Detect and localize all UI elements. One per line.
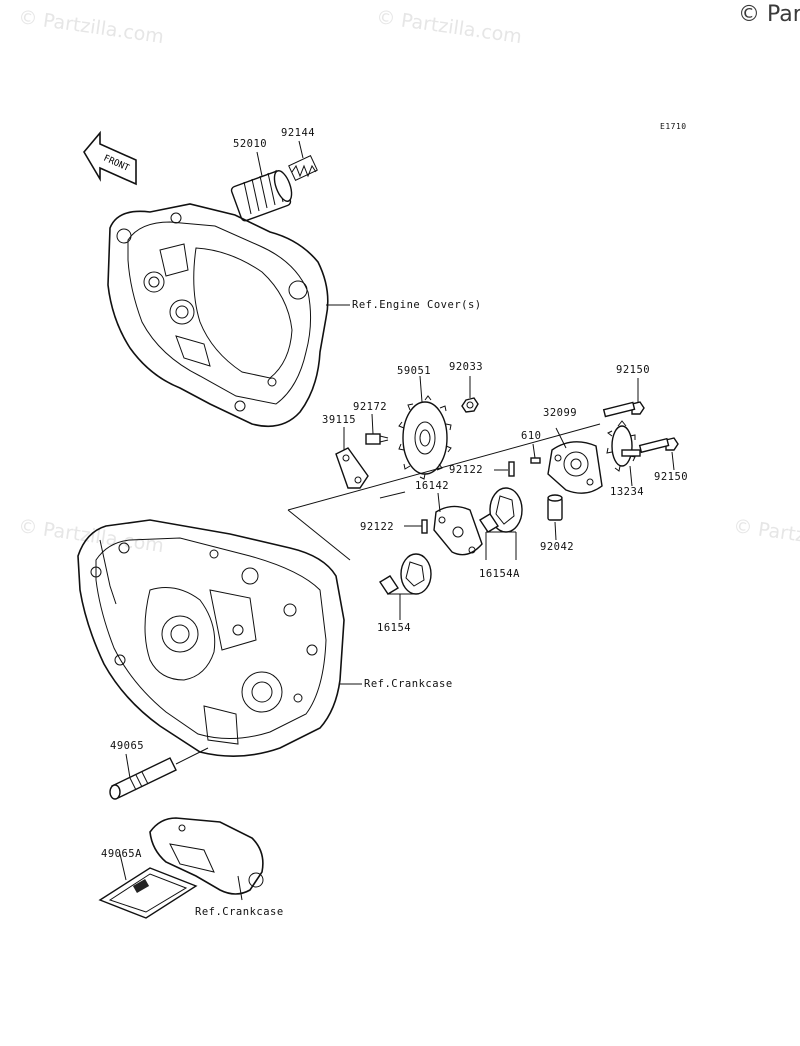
part-label-49065A[interactable]: 49065A bbox=[101, 848, 142, 860]
part-label-16142[interactable]: 16142 bbox=[415, 480, 450, 492]
part-label-16154[interactable]: 16154 bbox=[377, 622, 412, 634]
part-label-49065[interactable]: 49065 bbox=[110, 740, 145, 752]
front-arrow-icon: FRONT bbox=[83, 130, 137, 186]
plate-16142 bbox=[433, 505, 483, 556]
part-label-92172[interactable]: 92172 bbox=[353, 401, 388, 413]
sprocket-59051 bbox=[398, 395, 452, 480]
crankcase-bracket bbox=[149, 817, 264, 895]
bolt-92172 bbox=[365, 433, 389, 445]
gasket-49065A bbox=[98, 867, 198, 919]
rotor-16154 bbox=[379, 553, 432, 595]
shaft-39115 bbox=[335, 447, 369, 489]
bolt-92150-lower bbox=[638, 437, 679, 454]
pump-cover-32099 bbox=[547, 441, 603, 494]
figure-code: E1710 bbox=[660, 122, 687, 131]
part-label-52010[interactable]: 52010 bbox=[233, 138, 268, 150]
part-label-92144[interactable]: 92144 bbox=[281, 127, 316, 139]
part-label-13234[interactable]: 13234 bbox=[610, 486, 645, 498]
pin-92122-upper bbox=[508, 461, 515, 477]
part-label-610[interactable]: 610 bbox=[521, 430, 542, 442]
part-label-92042[interactable]: 92042 bbox=[540, 541, 575, 553]
part-label-92122-upper[interactable]: 92122 bbox=[449, 464, 484, 476]
crankcase-outline bbox=[77, 519, 345, 757]
spring-92144 bbox=[288, 155, 318, 181]
watermark-corner-text: © Par bbox=[738, 2, 800, 27]
ref-engine-cover-label[interactable]: Ref.Engine Cover(s) bbox=[352, 299, 482, 311]
shaft-49065 bbox=[109, 747, 209, 800]
engine-cover-outline bbox=[107, 203, 329, 428]
part-label-92033[interactable]: 92033 bbox=[449, 361, 484, 373]
part-label-39115[interactable]: 39115 bbox=[322, 414, 357, 426]
nut-92033 bbox=[461, 397, 479, 413]
part-label-59051[interactable]: 59051 bbox=[397, 365, 432, 377]
pin-610 bbox=[530, 457, 541, 464]
oil-filter-52010 bbox=[230, 169, 293, 222]
bolt-92150-upper bbox=[602, 401, 645, 418]
ref-crankcase-label[interactable]: Ref.Crankcase bbox=[364, 678, 453, 690]
part-label-32099[interactable]: 32099 bbox=[543, 407, 578, 419]
part-label-92150-upper[interactable]: 92150 bbox=[616, 364, 651, 376]
pin-92122-lower bbox=[421, 519, 428, 534]
rotor-16154A bbox=[479, 487, 523, 533]
collar-92042 bbox=[547, 494, 563, 521]
gear-13234 bbox=[606, 420, 641, 472]
part-label-16154A[interactable]: 16154A bbox=[479, 568, 520, 580]
part-label-92150-lower[interactable]: 92150 bbox=[654, 471, 689, 483]
part-label-92122-lower[interactable]: 92122 bbox=[360, 521, 395, 533]
ref-crankcase-label-2[interactable]: Ref.Crankcase bbox=[195, 906, 284, 918]
